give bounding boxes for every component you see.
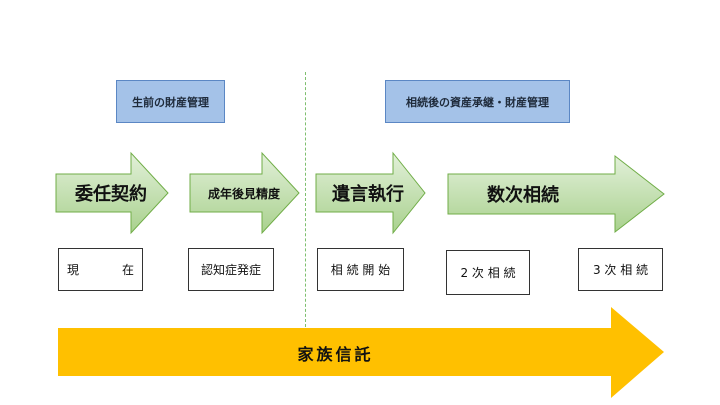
phase-before-label: 生前の財産管理 — [132, 95, 209, 109]
event-third-inheritance: 3 次 相 続 — [578, 248, 663, 291]
event-second-inheritance: 2 次 相 続 — [446, 250, 530, 295]
event-dementia-onset: 認知症発症 — [188, 248, 274, 291]
timeline-divider — [305, 72, 306, 327]
trust-label: 家族信託 — [297, 345, 374, 364]
stage-arrow-2 — [189, 151, 300, 235]
phase-after-label: 相続後の資産承継・財産管理 — [406, 95, 549, 109]
phase-before-death: 生前の財産管理 — [116, 80, 225, 123]
event-present-right: 在 — [121, 263, 134, 277]
trust-arrow — [58, 307, 664, 398]
event-inheritance-start: 相 続 開 始 — [317, 248, 404, 291]
stage-arrow-3 — [315, 151, 426, 235]
stage-arrow-4 — [447, 154, 665, 234]
phase-after-death: 相続後の資産承継・財産管理 — [385, 80, 570, 123]
event-present: 現 在 — [58, 248, 143, 291]
stage-arrow-1 — [55, 151, 169, 235]
event-present-left: 現 — [67, 263, 80, 277]
